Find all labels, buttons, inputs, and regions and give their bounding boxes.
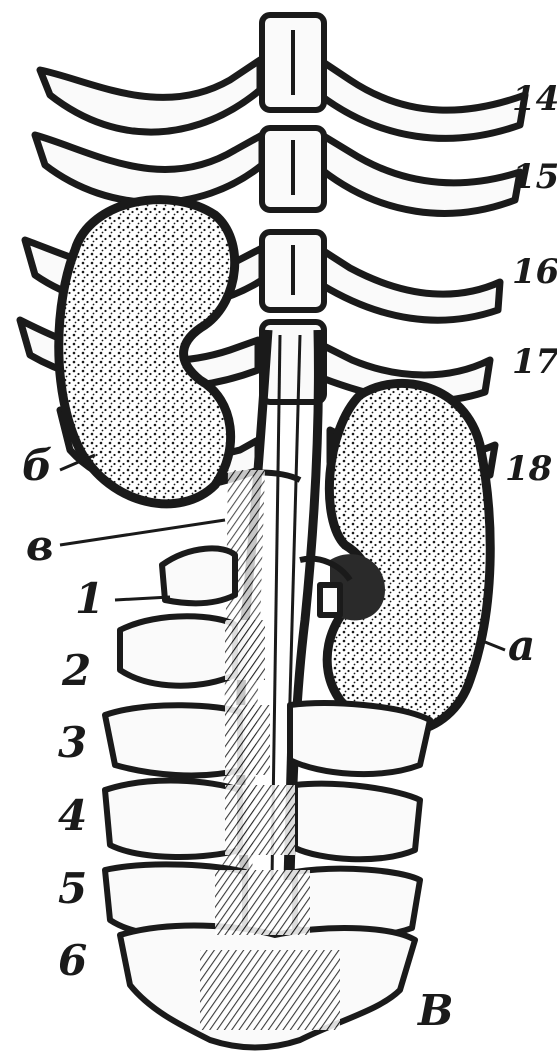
rib-label-16: 16 [512,255,557,289]
lumbar-label-4: 4 [58,795,87,837]
rib-14-left [40,60,260,132]
rib-label-18: 18 [505,452,552,486]
rib-14-right [320,60,525,138]
vertebra-l1 [162,548,235,603]
vertebra-l3 [105,705,240,775]
lumbar-label-5: 5 [58,868,87,910]
vertebra-l3-right [290,703,430,774]
lumbar-label-6: 6 [58,940,87,982]
sacrum-marker: В [418,990,454,1032]
transverse-l1-right [320,585,340,615]
vertebra-l2 [120,616,235,685]
rib-16-right [322,250,500,320]
rib-label-14: 14 [512,82,557,116]
right-kidney-marker: б [22,445,52,487]
vessel-marker: в [26,525,54,567]
vertebra-l4 [105,781,240,857]
lumbar-label-3: 3 [58,722,87,764]
rib-15-left [35,135,262,203]
vertebra-l4-right [295,784,420,860]
rib-label-17: 17 [512,345,557,379]
lumbar-label-1: 1 [75,578,104,620]
left-kidney-marker: а [508,625,535,667]
rib-15-right [322,135,520,213]
lumbar-label-2: 2 [62,650,91,692]
rib-label-15: 15 [512,160,557,194]
